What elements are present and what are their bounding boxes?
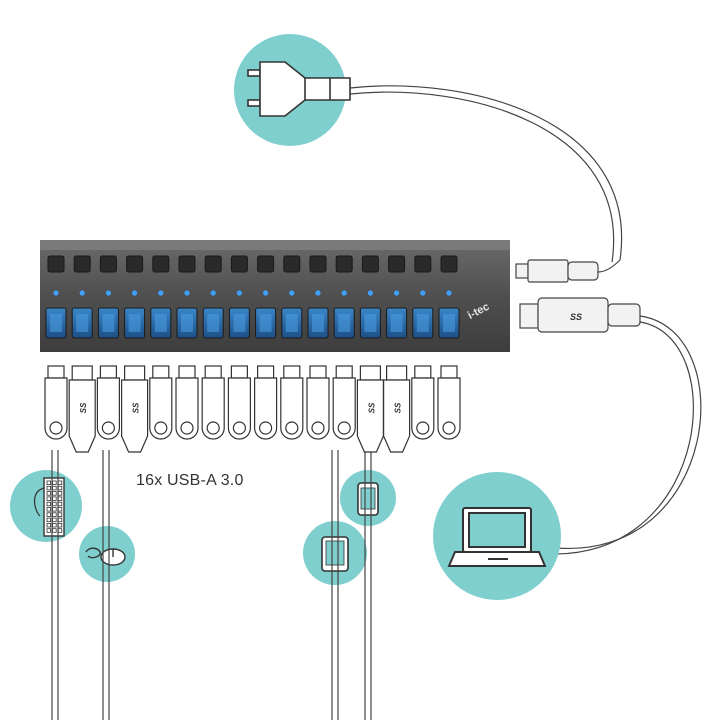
port-switch[interactable] — [47, 255, 65, 273]
port-switch[interactable] — [126, 255, 144, 273]
usb-a-port[interactable] — [97, 307, 119, 339]
port-switch[interactable] — [257, 255, 275, 273]
usb-a-port[interactable] — [307, 307, 329, 339]
svg-text:SS: SS — [79, 402, 88, 413]
port-switch[interactable] — [309, 255, 327, 273]
usb-b-connector: SS — [519, 297, 641, 333]
usb-flash-drive — [175, 365, 199, 440]
port-led — [446, 290, 452, 296]
usb-flash-drive — [437, 365, 461, 440]
port-led — [341, 290, 347, 296]
ports-caption: 16x USB-A 3.0 — [136, 472, 244, 489]
port-switch[interactable] — [414, 255, 432, 273]
usb-a-port[interactable] — [124, 307, 146, 339]
power-plug-icon — [247, 61, 351, 117]
usb-a-port[interactable] — [71, 307, 93, 339]
port-led — [394, 290, 400, 296]
port-led — [105, 290, 111, 296]
usb-ss-logo: SS — [570, 312, 582, 322]
usb-flash-drive — [44, 365, 68, 440]
port-switch[interactable] — [283, 255, 301, 273]
port-switch[interactable] — [440, 255, 458, 273]
usb-a-port[interactable] — [176, 307, 198, 339]
port-switch[interactable] — [152, 255, 170, 273]
usb-flash-drive — [332, 365, 356, 440]
port-led — [184, 290, 190, 296]
port-switch[interactable] — [178, 255, 196, 273]
port-led — [53, 290, 59, 296]
usb-cable-plug: SS — [68, 365, 96, 453]
usb-flash-drive — [306, 365, 330, 440]
usb-a-port[interactable] — [333, 307, 355, 339]
port-switch[interactable] — [99, 255, 117, 273]
usb-a-port[interactable] — [386, 307, 408, 339]
usb-flash-drive — [254, 365, 278, 440]
power-jack-connector — [515, 259, 599, 283]
smartphone-icon — [357, 482, 379, 516]
svg-text:SS: SS — [394, 402, 403, 413]
usb-a-port[interactable] — [281, 307, 303, 339]
port-switch[interactable] — [230, 255, 248, 273]
port-switch[interactable] — [335, 255, 353, 273]
port-led — [132, 290, 138, 296]
mouse-icon — [85, 547, 126, 566]
port-led — [263, 290, 269, 296]
svg-text:SS: SS — [132, 402, 141, 413]
port-switch[interactable] — [204, 255, 222, 273]
usb-flash-drive — [96, 365, 120, 440]
port-switch[interactable] — [388, 255, 406, 273]
port-switch[interactable] — [361, 255, 379, 273]
usb-a-port[interactable] — [45, 307, 67, 339]
usb-cable-plug: SS — [383, 365, 411, 453]
usb-flash-drive — [411, 365, 435, 440]
usb-a-port[interactable] — [359, 307, 381, 339]
usb-hub: i-tec — [40, 240, 510, 352]
usb-flash-drive — [201, 365, 225, 440]
usb-flash-drive — [149, 365, 173, 440]
port-led — [79, 290, 85, 296]
port-led — [315, 290, 321, 296]
port-led — [236, 290, 242, 296]
usb-a-port[interactable] — [202, 307, 224, 339]
keyboard-icon — [33, 477, 65, 537]
svg-text:SS: SS — [367, 402, 376, 413]
usb-cable-plug: SS — [121, 365, 149, 453]
usb-a-port[interactable] — [438, 307, 460, 339]
port-led — [158, 290, 164, 296]
port-led — [210, 290, 216, 296]
port-led — [367, 290, 373, 296]
usb-flash-drive — [227, 365, 251, 440]
usb-cable-plug: SS — [356, 365, 384, 453]
port-switch[interactable] — [73, 255, 91, 273]
port-led — [289, 290, 295, 296]
usb-a-port[interactable] — [255, 307, 277, 339]
tablet-icon — [321, 536, 349, 572]
usb-a-port[interactable] — [228, 307, 250, 339]
usb-a-port[interactable] — [412, 307, 434, 339]
usb-flash-drive — [280, 365, 304, 440]
laptop-icon — [447, 507, 547, 567]
device-cables — [51, 450, 372, 720]
port-led — [420, 290, 426, 296]
usb-a-port[interactable] — [150, 307, 172, 339]
